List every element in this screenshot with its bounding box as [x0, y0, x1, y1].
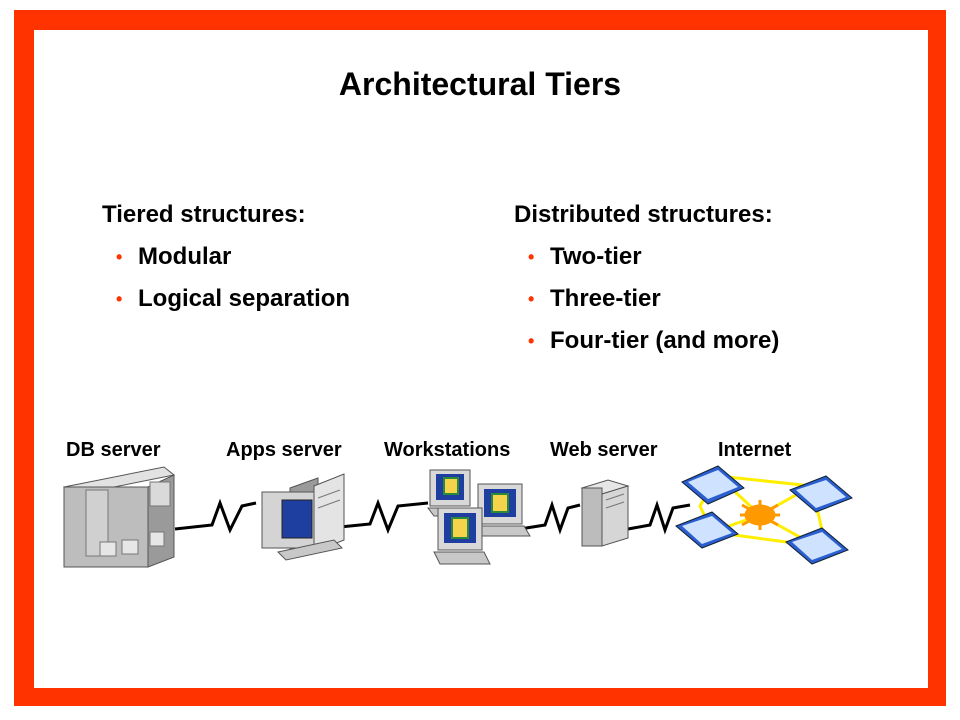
tier-label-internet: Internet — [718, 439, 792, 461]
internet-node-icon — [785, 527, 849, 565]
internet-node-icon — [675, 511, 739, 549]
list-item: • Modular — [116, 242, 350, 284]
tier-label-apps-server: Apps server — [226, 439, 342, 461]
tier-label-web-server: Web server — [550, 439, 658, 461]
tiered-structures-column: Tiered structures: • Modular • Logical sep… — [102, 200, 350, 326]
bullet-icon: • — [528, 289, 535, 309]
slide-body — [34, 30, 928, 688]
list-item: • Two-tier — [528, 242, 779, 284]
list-item: • Logical separation — [116, 284, 350, 326]
bullet-icon: • — [116, 247, 123, 267]
list-item-label: Two-tier — [550, 243, 642, 270]
bullet-icon: • — [528, 247, 535, 267]
bullet-icon: • — [116, 289, 123, 309]
page-title: Architectural Tiers — [338, 66, 622, 102]
list-item-label: Modular — [138, 243, 232, 270]
tier-label-db-server: DB server — [66, 439, 161, 461]
bullet-icon: • — [528, 331, 535, 351]
tier-label-workstations: Workstations — [384, 439, 511, 461]
workstation-icon — [475, 483, 531, 537]
bullet-list: • Two-tier • Three-tier • Four-tier (and mo… — [514, 242, 779, 368]
internet-hub-icon — [740, 500, 780, 530]
internet-icon — [675, 465, 853, 565]
distributed-structures-column: Distributed structures: • Two-tier • Three… — [514, 200, 779, 368]
internet-node-icon — [681, 465, 745, 505]
internet-node-icon — [789, 475, 853, 513]
list-item: • Three-tier — [528, 284, 779, 326]
bullet-list: • Modular • Logical separation — [102, 242, 350, 326]
network-link — [519, 500, 581, 535]
network-link — [627, 500, 691, 535]
workstation-icon — [433, 507, 491, 565]
list-item-label: Logical separation — [138, 285, 351, 312]
list-item-label: Three-tier — [550, 285, 661, 312]
column-heading: Distributed structures: — [514, 201, 773, 228]
network-link — [339, 498, 429, 535]
list-item-label: Four-tier (and more) — [550, 327, 780, 354]
apps-server-icon — [261, 473, 345, 561]
workstations-icon — [427, 469, 531, 565]
db-server-icon — [62, 466, 176, 568]
column-heading: Tiered structures: — [102, 201, 306, 228]
list-item: • Four-tier (and more) — [528, 326, 779, 368]
web-server-icon — [580, 479, 630, 547]
network-link — [174, 498, 257, 534]
